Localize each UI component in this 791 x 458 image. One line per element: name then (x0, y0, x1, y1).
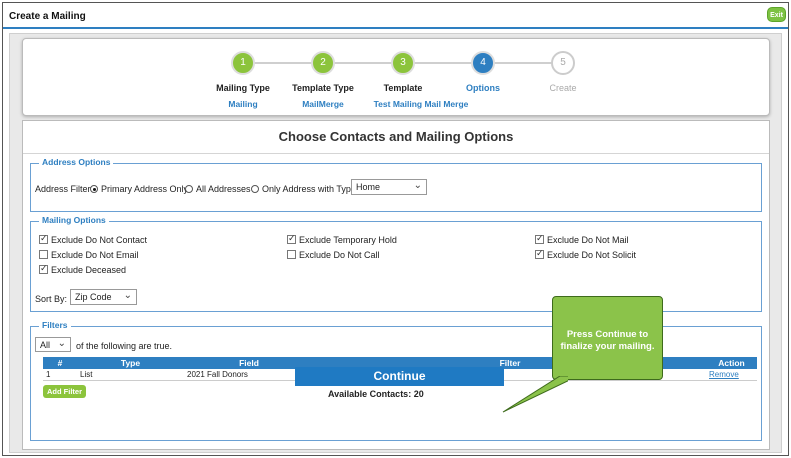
checkbox-do-not-call[interactable]: Exclude Do Not Call (287, 250, 380, 260)
column-header-field: Field (184, 357, 314, 369)
radio-all-addresses-label: All Addresses (196, 184, 251, 194)
radio-icon[interactable] (251, 185, 259, 193)
radio-all-addresses[interactable]: All Addresses (185, 184, 251, 194)
radio-selected-icon[interactable] (90, 185, 98, 193)
checkbox-deceased-label: Exclude Deceased (51, 265, 127, 275)
checkbox-do-not-mail-label: Exclude Do Not Mail (547, 235, 629, 245)
page-heading: Choose Contacts and Mailing Options (278, 129, 514, 144)
sort-by-label: Sort By: (35, 294, 68, 304)
filters-fieldset: Filters All ⌄ of the following are true.… (30, 320, 762, 441)
address-options-fieldset: Address Options Address Filter: Primary … (30, 157, 762, 212)
step-2-circle[interactable]: 2 (311, 51, 335, 75)
step-1-circle[interactable]: 1 (231, 51, 255, 75)
step-5-circle: 5 (551, 51, 575, 75)
checkbox-do-not-email-label: Exclude Do Not Email (51, 250, 139, 260)
checkbox-icon[interactable] (39, 263, 48, 274)
step-4-circle: 4 (471, 51, 495, 75)
radio-primary-address[interactable]: Primary Address Only (90, 184, 188, 194)
radio-primary-address-label: Primary Address Only (101, 184, 189, 194)
address-type-value: Home (356, 182, 381, 192)
checkbox-do-not-contact[interactable]: Exclude Do Not Contact (39, 233, 148, 245)
step-3-value[interactable]: Test Mailing Mail Merge (373, 99, 469, 109)
checkbox-do-not-call-label: Exclude Do Not Call (299, 250, 380, 260)
table-row: 1 List 2021 Fall Donors Not on List Remo… (43, 369, 757, 381)
sort-by-value: Zip Code (75, 292, 112, 302)
checkbox-icon[interactable] (39, 233, 48, 244)
checkbox-temporary-hold-label: Exclude Temporary Hold (299, 235, 397, 245)
radio-address-type-label: Only Address with Type: (262, 184, 359, 194)
filter-match-value: All (40, 340, 51, 350)
callout-text: Press Continue to finalize your mailing. (560, 329, 655, 352)
step-2-label: Template Type (292, 83, 354, 93)
column-header-type: Type (77, 357, 184, 369)
checkbox-deceased[interactable]: Exclude Deceased (39, 263, 127, 275)
row-number: 1 (43, 369, 77, 381)
filters-legend: Filters (39, 320, 71, 330)
checkbox-icon[interactable] (287, 233, 296, 244)
content-area: 1 Mailing Type Mailing 2 Template Type M… (9, 33, 782, 453)
checkbox-do-not-mail[interactable]: Exclude Do Not Mail (535, 233, 629, 245)
row-field: 2021 Fall Donors (184, 369, 314, 381)
mailing-options-legend: Mailing Options (39, 215, 109, 225)
callout-box: Press Continue to finalize your mailing. (552, 296, 663, 380)
checkbox-do-not-solicit-label: Exclude Do Not Solicit (547, 250, 637, 260)
available-contacts: Available Contacts: 20 (328, 389, 424, 399)
column-header-action: Action (706, 357, 757, 369)
exit-button[interactable]: Exit (767, 7, 786, 22)
address-type-select[interactable]: Home ⌄ (351, 179, 427, 195)
step-2-value[interactable]: MailMerge (302, 99, 344, 109)
chevron-down-icon: ⌄ (413, 180, 422, 191)
mailing-options-fieldset: Mailing Options Exclude Do Not Contact E… (30, 215, 762, 312)
chevron-down-icon: ⌄ (57, 338, 66, 349)
address-filter-label: Address Filter: (35, 184, 94, 194)
sort-by-select[interactable]: Zip Code ⌄ (70, 289, 137, 305)
checkbox-do-not-email[interactable]: Exclude Do Not Email (39, 250, 139, 260)
address-options-legend: Address Options (39, 157, 114, 167)
checkbox-temporary-hold[interactable]: Exclude Temporary Hold (287, 233, 397, 245)
window-title: Create a Mailing (9, 11, 86, 22)
step-5-label: Create (549, 83, 577, 93)
add-filter-button[interactable]: Add Filter (43, 385, 86, 398)
chevron-down-icon: ⌄ (123, 290, 132, 301)
callout-pointer (502, 376, 568, 413)
row-type: List (77, 369, 184, 381)
filter-match-text: of the following are true. (76, 341, 173, 351)
column-header-number: # (43, 357, 77, 369)
radio-icon[interactable] (185, 185, 193, 193)
checkbox-icon[interactable] (535, 233, 544, 244)
continue-button[interactable]: Continue (295, 367, 504, 386)
checkbox-icon[interactable] (535, 248, 544, 259)
options-panel: Choose Contacts and Mailing Options Addr… (22, 120, 770, 450)
step-1-label: Mailing Type (216, 83, 270, 93)
step-4-label: Options (466, 83, 500, 93)
step-3-label: Template (383, 83, 423, 93)
checkbox-icon[interactable] (287, 250, 296, 259)
heading-divider (23, 153, 769, 154)
wizard-steps: 1 Mailing Type Mailing 2 Template Type M… (22, 38, 770, 116)
step-1-value[interactable]: Mailing (228, 99, 258, 109)
checkbox-do-not-solicit[interactable]: Exclude Do Not Solicit (535, 248, 637, 260)
remove-filter-link[interactable]: Remove (706, 369, 757, 381)
step-3-circle[interactable]: 3 (391, 51, 415, 75)
filters-table: # Type Field Filter Action 1 List 2021 F… (43, 357, 757, 381)
radio-address-type[interactable]: Only Address with Type: (251, 184, 358, 194)
checkbox-do-not-contact-label: Exclude Do Not Contact (51, 235, 148, 245)
title-bar: Create a Mailing Exit (3, 3, 788, 29)
checkbox-icon[interactable] (39, 250, 48, 259)
filter-match-select[interactable]: All ⌄ (35, 337, 71, 352)
